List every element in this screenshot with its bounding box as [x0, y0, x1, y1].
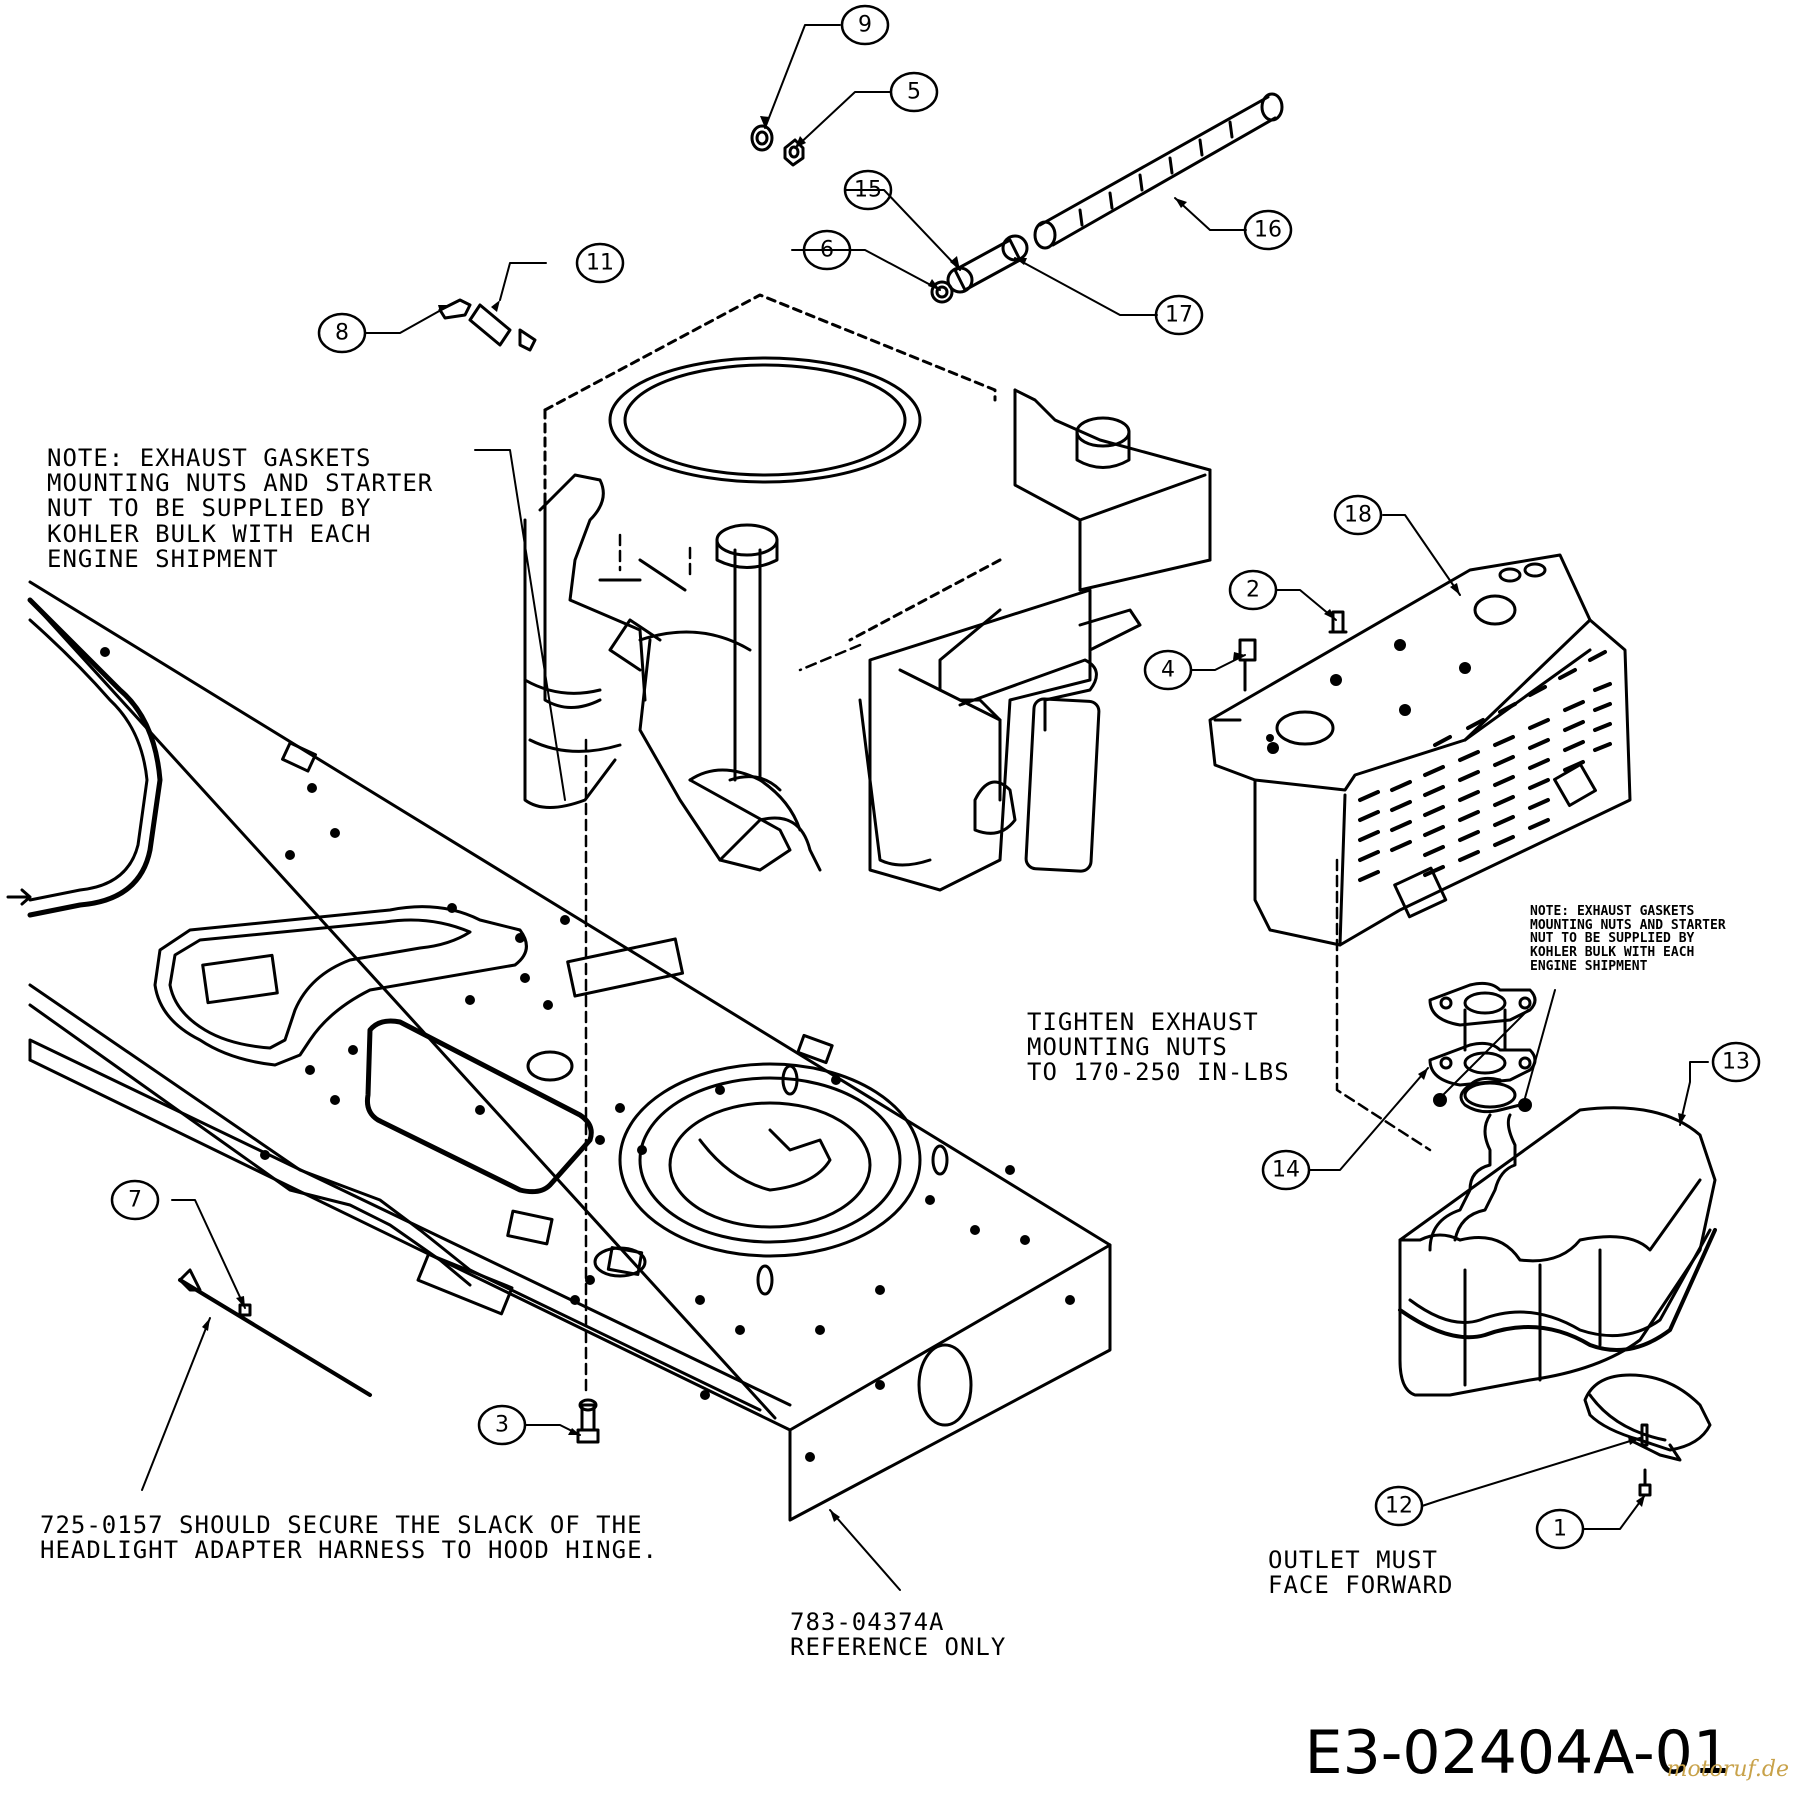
- chassis-frame: [6, 580, 1112, 1522]
- harness-note: 725-0157 SHOULD SECURE THE SLACK OF THE …: [40, 1511, 658, 1565]
- callout-bubbles: [110, 4, 1761, 1550]
- callout-4: 4: [1161, 658, 1175, 683]
- frame-reference-note: 783-04374A REFERENCE ONLY: [790, 1608, 1007, 1662]
- cable-tie: [178, 1268, 372, 1397]
- leader-arrowheads: [202, 116, 1686, 1522]
- diagram-code: E3-02404A-01: [1304, 1718, 1731, 1788]
- callout-numbers: 9 5 15 6 16 17 11 8 18 2 4 13 14 7 3 12 …: [128, 13, 1750, 1542]
- frame-holes: [100, 647, 1075, 1462]
- screws-2-4: [1238, 610, 1348, 692]
- callout-18: 18: [1344, 503, 1372, 528]
- callout-1: 1: [1553, 1517, 1567, 1542]
- alignment-lines: [584, 533, 1432, 1397]
- callout-14: 14: [1272, 1158, 1300, 1183]
- exhaust-gaskets: [1428, 981, 1537, 1087]
- callout-6: 6: [820, 238, 834, 263]
- watermark: motoruf.de: [1666, 1757, 1789, 1782]
- kohler-supply-note: NOTE: EXHAUST GASKETS MOUNTING NUTS AND …: [47, 444, 434, 573]
- small-hardware: [438, 124, 805, 352]
- callout-11: 11: [586, 251, 614, 276]
- torque-note: TIGHTEN EXHAUST MOUNTING NUTS TO 170-250…: [1027, 1008, 1290, 1087]
- pipe-assembly: [930, 92, 1284, 304]
- kohler-supply-note-small: NOTE: EXHAUST GASKETS MOUNTING NUTS AND …: [1530, 904, 1726, 974]
- callout-17: 17: [1165, 303, 1193, 328]
- deflector-screw: [1638, 1468, 1652, 1497]
- callout-7: 7: [128, 1188, 142, 1213]
- callout-5: 5: [907, 80, 921, 105]
- outlet-deflector: [1583, 1373, 1712, 1462]
- muffler: [1398, 1076, 1717, 1397]
- engine-assembly: [523, 293, 1212, 892]
- callout-9: 9: [858, 13, 872, 38]
- callout-13: 13: [1722, 1050, 1750, 1075]
- callout-2: 2: [1246, 578, 1260, 603]
- outlet-note: OUTLET MUST FACE FORWARD: [1268, 1546, 1454, 1600]
- gasket-nuts: [1433, 1093, 1532, 1112]
- starter-bolt-3: [576, 1398, 600, 1444]
- heat-shield-slots: [1358, 650, 1612, 882]
- leader-lines: [141, 24, 1709, 1591]
- callout-15: 15: [854, 178, 882, 203]
- callout-16: 16: [1254, 218, 1282, 243]
- callout-8: 8: [335, 321, 349, 346]
- heat-shield-vents: [1266, 639, 1471, 754]
- callout-3: 3: [495, 1413, 509, 1438]
- callout-12: 12: [1385, 1494, 1413, 1519]
